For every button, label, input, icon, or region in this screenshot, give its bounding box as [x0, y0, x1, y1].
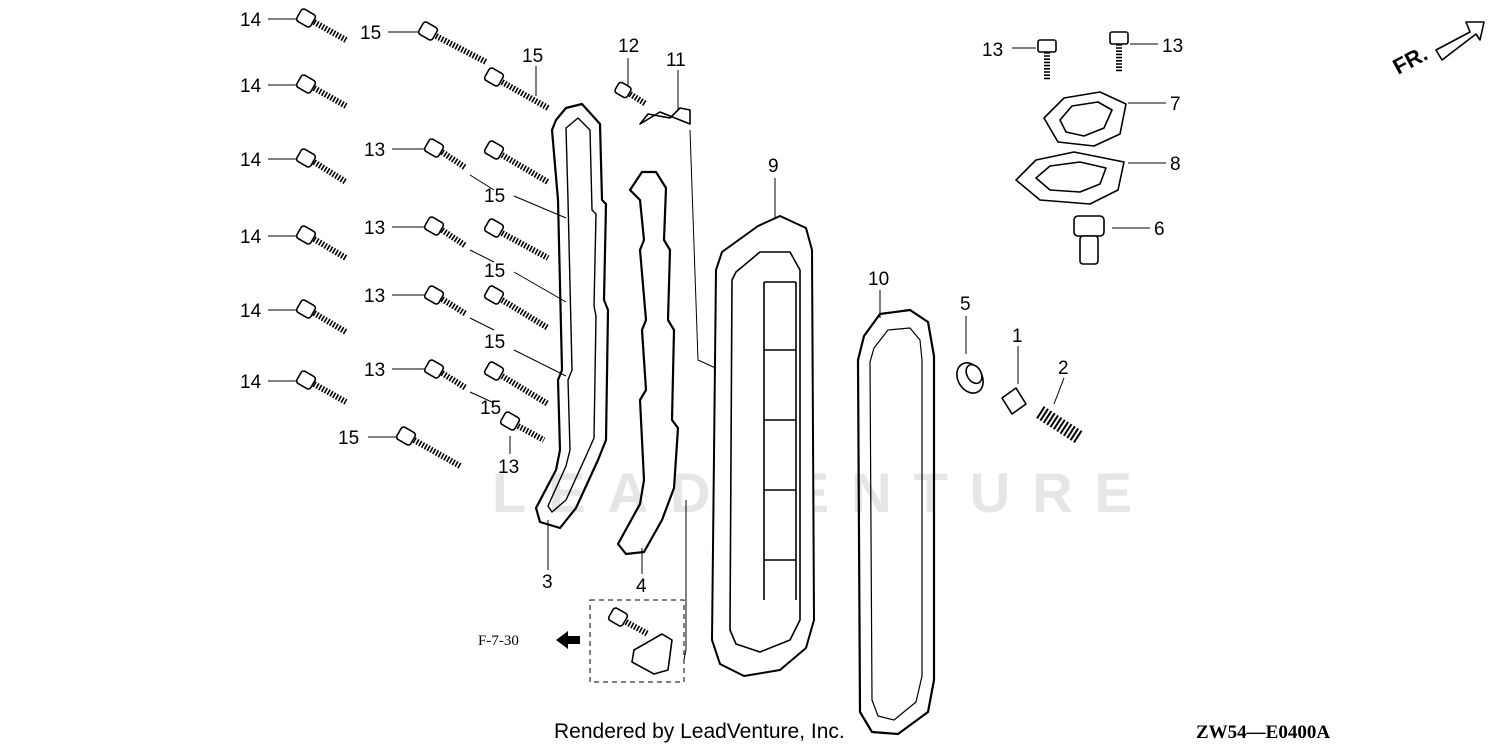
flange-bolt-icon [295, 299, 348, 335]
callout-6: 6 [1154, 219, 1165, 240]
flange-bolt-icon [423, 138, 468, 171]
plug-icon [956, 362, 984, 394]
callout-5: 5 [960, 294, 971, 315]
leader-lines [268, 18, 1166, 661]
flange-bolt-icon [483, 218, 550, 261]
gasket-icon [616, 170, 680, 556]
flange-bolt-icon [423, 285, 468, 317]
flange-bolt-icon [295, 225, 348, 261]
thermostat-icon [1073, 215, 1105, 265]
callouts: 14 14 14 14 14 14 15 15 15 15 15 15 15 1… [240, 10, 1183, 597]
callout-11: 11 [666, 50, 686, 71]
callout-12: 12 [618, 36, 639, 57]
flange-bolt-icon [1037, 39, 1057, 80]
callout-13: 13 [982, 40, 1003, 61]
callout-15: 15 [338, 428, 359, 449]
flange-bolt-icon [295, 148, 348, 185]
callout-15: 15 [484, 186, 505, 207]
callout-1: 1 [1012, 326, 1023, 347]
callout-15: 15 [480, 398, 501, 419]
bracket-icon [631, 633, 673, 675]
callout-13: 13 [1162, 36, 1183, 57]
callout-14: 14 [240, 150, 262, 171]
callout-4: 4 [636, 576, 647, 597]
flange-bolt-icon [483, 67, 550, 111]
callout-14: 14 [240, 76, 262, 97]
flange-bolt-icon [295, 8, 348, 43]
front-label: FR. [1389, 41, 1432, 80]
bolt-group [295, 8, 1129, 637]
flange-bolt-icon [614, 81, 648, 107]
flange-bolt-icon [483, 140, 550, 185]
callout-13: 13 [364, 360, 385, 381]
bracket-icon [639, 107, 691, 125]
callout-14: 14 [240, 372, 262, 393]
callout-13: 13 [364, 218, 385, 239]
flange-bolt-icon [483, 285, 550, 331]
callout-13: 13 [498, 457, 519, 478]
thermostat-cover-icon [1043, 91, 1127, 147]
footer-credit: Rendered by LeadVenture, Inc. [554, 720, 845, 743]
flange-bolt-icon [417, 21, 488, 65]
flange-bolt-icon [607, 607, 650, 637]
flange-bolt-icon [423, 359, 468, 391]
reference-label: F-7-30 [478, 633, 519, 649]
callout-2: 2 [1058, 358, 1069, 379]
gasket-icon [1015, 151, 1125, 205]
callout-9: 9 [768, 156, 779, 177]
callout-10: 10 [868, 269, 889, 290]
spring-icon [1036, 406, 1084, 444]
flange-bolt-icon [499, 411, 546, 443]
diagram-code: ZW54—E0400A [1196, 722, 1330, 743]
flange-bolt-icon [295, 370, 348, 405]
flange-bolt-icon [395, 426, 462, 469]
callout-8: 8 [1170, 154, 1181, 175]
gasket-icon [856, 308, 936, 736]
flange-bolt-icon [295, 74, 348, 109]
callout-15: 15 [522, 46, 543, 67]
front-arrow-icon [1435, 21, 1485, 61]
callout-14: 14 [240, 10, 262, 31]
callout-14: 14 [240, 301, 262, 322]
callout-15: 15 [484, 332, 505, 353]
callout-3: 3 [542, 572, 553, 593]
flange-bolt-icon [1109, 31, 1129, 72]
flange-bolt-icon [423, 216, 468, 249]
watermark: LEADVENTURE [492, 461, 1154, 524]
callout-13: 13 [364, 286, 385, 307]
callout-13: 13 [364, 140, 385, 161]
gasket-icon [534, 102, 610, 530]
valve-icon [1001, 387, 1027, 415]
reference-arrow-icon [556, 631, 580, 649]
callout-14: 14 [240, 227, 262, 248]
callout-7: 7 [1170, 94, 1181, 115]
flange-bolt-icon [483, 361, 550, 407]
callout-15: 15 [484, 261, 505, 282]
exhaust-cover-icon [711, 215, 815, 677]
callout-15: 15 [360, 23, 381, 44]
inset-box [589, 599, 685, 683]
